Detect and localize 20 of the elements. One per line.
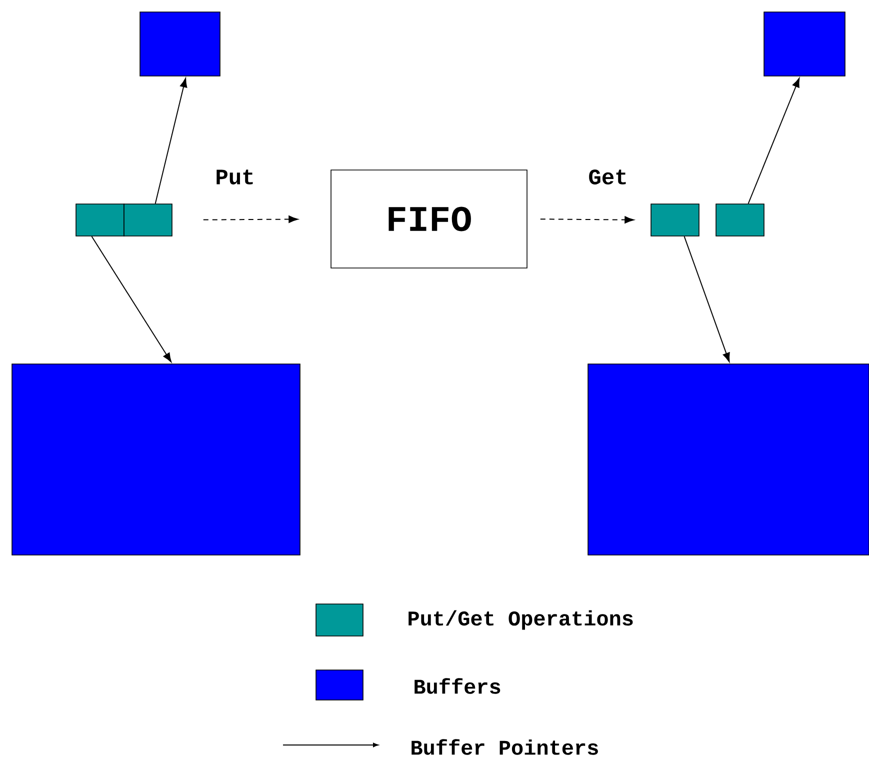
arrow [91, 236, 172, 362]
edge-label: Put [214, 168, 256, 186]
arrow [748, 78, 800, 204]
buffer-box [588, 364, 869, 556]
edge-label: Get [587, 168, 629, 186]
arrow [540, 216, 634, 224]
legend-text: Put/Get Operations [408, 610, 633, 630]
fifo-box: FIFO [330, 170, 528, 268]
arrow [202, 216, 298, 223]
operation-box [76, 204, 124, 236]
operation-box [124, 204, 172, 236]
buffer-box [764, 12, 846, 76]
buffer-box [12, 364, 300, 556]
arrow [154, 78, 188, 204]
arrow [684, 236, 730, 362]
buffer-box [140, 12, 220, 76]
legend-text: Buffer Pointers [412, 739, 598, 755]
operation-box [716, 204, 764, 236]
legend-text: Buffers [414, 678, 500, 694]
operation-box [650, 204, 700, 236]
